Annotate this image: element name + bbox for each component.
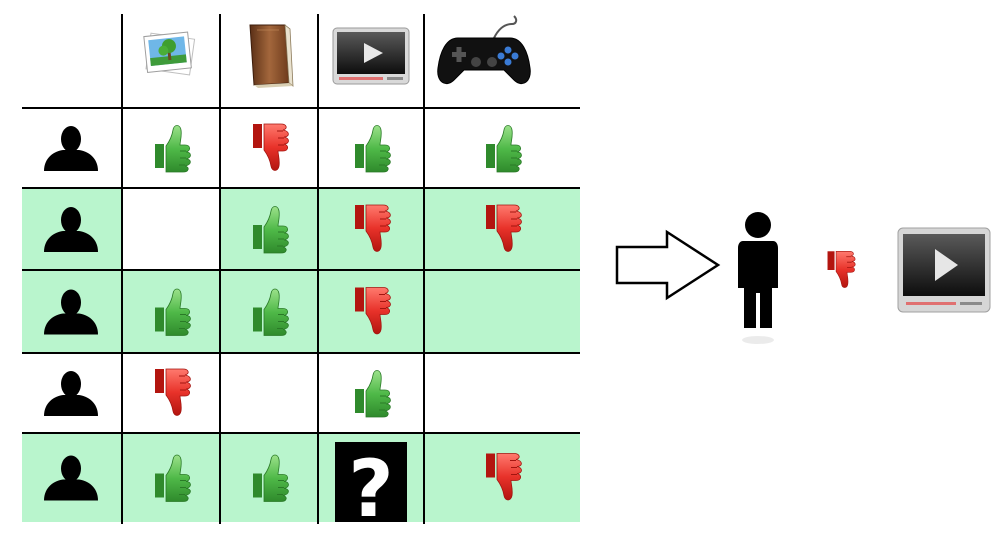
thumbs-up-icon bbox=[354, 125, 391, 173]
thumbs-down-icon bbox=[252, 123, 289, 171]
ratings-grid bbox=[22, 14, 580, 524]
unknown-rating-cell: ? bbox=[335, 442, 407, 534]
video-player-icon bbox=[897, 227, 991, 313]
outline-right-arrow-icon bbox=[615, 229, 721, 301]
item-header-row bbox=[143, 15, 531, 88]
prediction-panel bbox=[615, 212, 991, 344]
row-highlight bbox=[22, 433, 580, 522]
thumbs-down-icon bbox=[154, 368, 191, 416]
book-icon bbox=[249, 24, 294, 88]
rating-cells: ? bbox=[154, 123, 522, 534]
thumbs-up-icon bbox=[354, 370, 391, 418]
row-highlight bbox=[22, 270, 580, 353]
unknown-rating-background bbox=[335, 442, 407, 522]
thumbs-down-icon bbox=[827, 250, 856, 288]
predicted-rating bbox=[827, 250, 856, 288]
thumbs-up-icon bbox=[485, 125, 522, 173]
row-highlights bbox=[22, 188, 580, 522]
video-player-icon bbox=[332, 27, 410, 85]
photo-icon bbox=[143, 31, 196, 76]
user-silhouette-icon bbox=[44, 126, 98, 171]
user-silhouette-icon bbox=[44, 371, 98, 416]
standing-person-icon bbox=[738, 212, 778, 344]
unknown-rating-mark: ? bbox=[348, 445, 393, 534]
empty-cell bbox=[123, 189, 219, 269]
row-highlight bbox=[22, 188, 580, 270]
gamepad-icon bbox=[437, 15, 531, 84]
thumbs-up-icon bbox=[154, 125, 191, 173]
